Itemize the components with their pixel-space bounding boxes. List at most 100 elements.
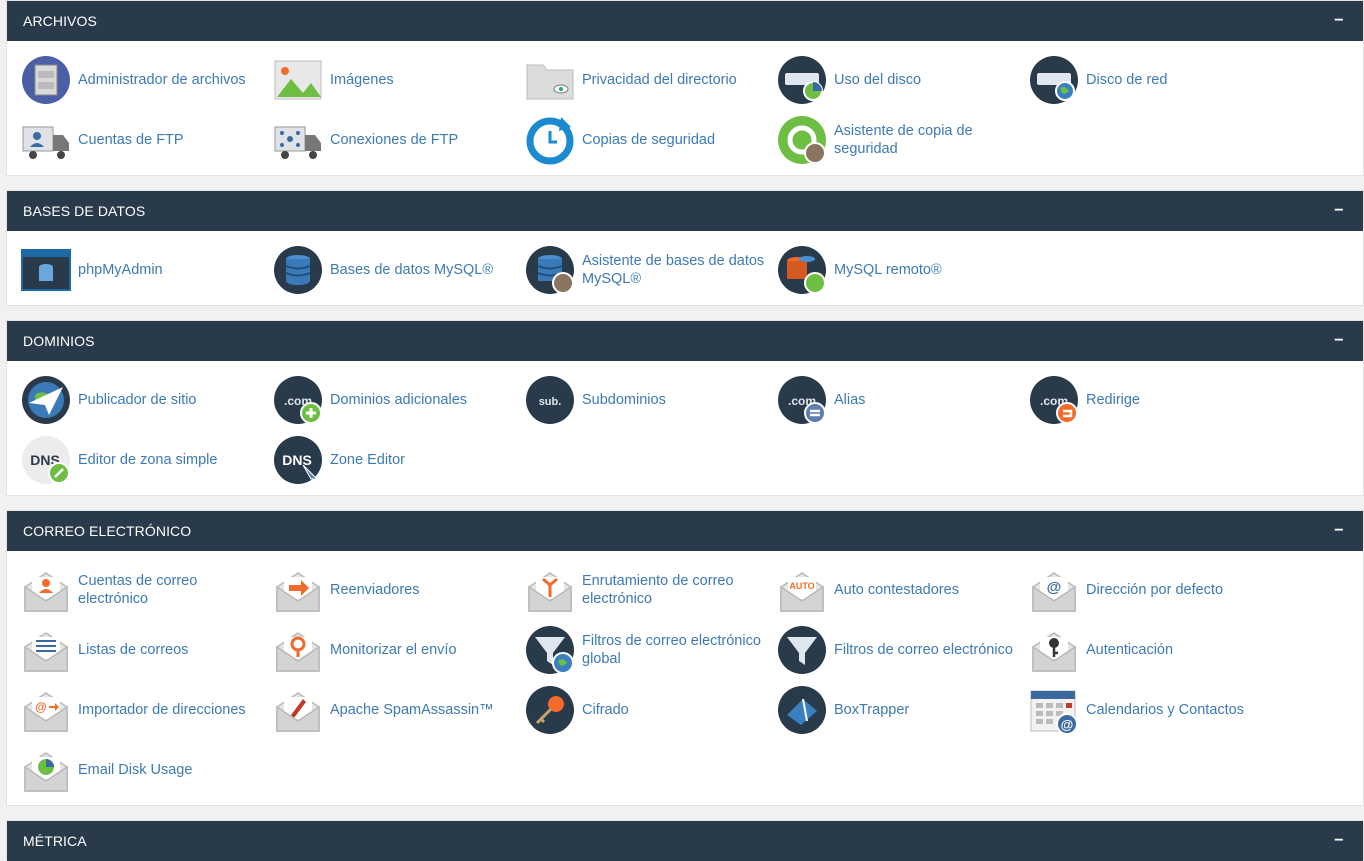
- tool-link[interactable]: Filtros de correo electrónico global: [525, 623, 775, 677]
- tool-link[interactable]: Copias de seguridad: [525, 113, 775, 167]
- section-header[interactable]: MÉTRICA −: [7, 821, 1363, 861]
- section-correo-electronico: CORREO ELECTRÓNICO − Cuentas de correo e…: [6, 510, 1364, 806]
- tool-label: Copias de seguridad: [582, 132, 716, 148]
- tool-label: Apache SpamAssassin™: [330, 702, 494, 718]
- network-disk-icon: [1029, 55, 1079, 105]
- tool-link[interactable]: @ Calendarios y Contactos: [1029, 683, 1279, 737]
- tool-link[interactable]: Privacidad del directorio: [525, 53, 775, 107]
- tool-label: Dirección por defecto: [1086, 582, 1224, 598]
- mysql-databases-icon: [273, 245, 323, 295]
- tool-label: Privacidad del directorio: [582, 72, 737, 88]
- tool-label: Uso del disco: [834, 72, 922, 88]
- tool-label: Asistente de copia de seguridad: [834, 123, 973, 157]
- tool-label: Calendarios y Contactos: [1086, 702, 1244, 718]
- tool-label: Auto contestadores: [834, 582, 959, 598]
- tool-link[interactable]: Asistente de bases de datos MySQL®: [525, 243, 775, 297]
- section-header[interactable]: CORREO ELECTRÓNICO −: [7, 511, 1363, 551]
- tool-label: Publicador de sitio: [78, 392, 197, 408]
- collapse-icon[interactable]: −: [1334, 522, 1344, 539]
- mysql-wizard-icon: [525, 245, 575, 295]
- tool-label: Reenviadores: [330, 582, 420, 598]
- collapse-icon[interactable]: −: [1334, 332, 1344, 349]
- section-header[interactable]: ARCHIVOS −: [7, 1, 1363, 41]
- tool-label: Email Disk Usage: [78, 762, 193, 778]
- tool-link[interactable]: @ Importador de direcciones: [21, 683, 271, 737]
- section-header[interactable]: DOMINIOS −: [7, 321, 1363, 361]
- tool-label: Cuentas de FTP: [78, 132, 184, 148]
- svg-text:DNS: DNS: [282, 452, 312, 468]
- tool-link[interactable]: Bases de datos MySQL®: [273, 243, 523, 297]
- tool-label: Imágenes: [330, 72, 394, 88]
- section-header[interactable]: BASES DE DATOS −: [7, 191, 1363, 231]
- tool-label: Filtros de correo electrónico: [834, 642, 1013, 658]
- subdomains-icon: sub.: [525, 375, 575, 425]
- tool-link[interactable]: Email Disk Usage: [21, 743, 271, 797]
- address-importer-icon: @: [21, 685, 71, 735]
- tool-label: Listas de correos: [78, 642, 189, 658]
- tool-link[interactable]: DNS Zone Editor: [273, 433, 523, 487]
- tool-label: Autenticación: [1086, 642, 1174, 658]
- tool-label: phpMyAdmin: [78, 262, 163, 278]
- tool-link[interactable]: phpMyAdmin: [21, 243, 271, 297]
- tool-link[interactable]: Autenticación: [1029, 623, 1279, 677]
- svg-text:@: @: [35, 700, 47, 714]
- collapse-icon[interactable]: −: [1334, 202, 1344, 219]
- tool-link[interactable]: Filtros de correo electrónico: [777, 623, 1027, 677]
- tool-link[interactable]: Publicador de sitio: [21, 373, 271, 427]
- site-publisher-icon: [21, 375, 71, 425]
- tool-link[interactable]: Uso del disco: [777, 53, 1027, 107]
- tool-link[interactable]: Monitorizar el envío: [273, 623, 523, 677]
- tool-label: MySQL remoto®: [834, 262, 942, 278]
- section-title: DOMINIOS: [23, 333, 95, 349]
- tool-link[interactable]: Cuentas de FTP: [21, 113, 271, 167]
- tool-link[interactable]: Imágenes: [273, 53, 523, 107]
- tool-link[interactable]: MySQL remoto®: [777, 243, 1027, 297]
- email-accounts-icon: [21, 565, 71, 615]
- tool-link[interactable]: Enrutamiento de correo electrónico: [525, 563, 775, 617]
- svg-text:DNS: DNS: [30, 452, 60, 468]
- addon-domains-icon: .com: [273, 375, 323, 425]
- simple-zone-editor-icon: DNS: [21, 435, 71, 485]
- disk-usage-icon: [777, 55, 827, 105]
- tool-link[interactable]: Reenviadores: [273, 563, 523, 617]
- tool-label: Redirige: [1086, 392, 1140, 408]
- encryption-icon: [525, 685, 575, 735]
- tool-label: Monitorizar el envío: [330, 642, 457, 658]
- tool-label: Zone Editor: [330, 452, 405, 468]
- backup-wizard-icon: [777, 115, 827, 165]
- forwarders-icon: [273, 565, 323, 615]
- zone-editor-icon: DNS: [273, 435, 323, 485]
- tool-label: Disco de red: [1086, 72, 1168, 88]
- tool-label: Administrador de archivos: [78, 72, 246, 88]
- tool-link[interactable]: Disco de red: [1029, 53, 1279, 107]
- collapse-icon[interactable]: −: [1334, 12, 1344, 29]
- backup-icon: [525, 115, 575, 165]
- tool-link[interactable]: BoxTrapper: [777, 683, 1027, 737]
- section-metrica: MÉTRICA −: [6, 820, 1364, 861]
- tool-link[interactable]: @ Dirección por defecto: [1029, 563, 1279, 617]
- file-manager-icon: [21, 55, 71, 105]
- tool-link[interactable]: Apache SpamAssassin™: [273, 683, 523, 737]
- section-bases-de-datos: BASES DE DATOS − phpMyAdmin Bases de dato…: [6, 190, 1364, 306]
- authentication-icon: [1029, 625, 1079, 675]
- tool-link[interactable]: Listas de correos: [21, 623, 271, 677]
- svg-text:@: @: [1061, 717, 1074, 732]
- tool-link[interactable]: Conexiones de FTP: [273, 113, 523, 167]
- tool-link[interactable]: AUTO Auto contestadores: [777, 563, 1027, 617]
- tool-label: BoxTrapper: [834, 702, 910, 718]
- tool-link[interactable]: Cuentas de correo electrónico: [21, 563, 271, 617]
- tool-link[interactable]: Administrador de archivos: [21, 53, 271, 107]
- tool-link[interactable]: Asistente de copia de seguridad: [777, 113, 1027, 167]
- collapse-icon[interactable]: −: [1334, 832, 1344, 849]
- track-delivery-icon: [273, 625, 323, 675]
- tool-label: Cifrado: [582, 702, 629, 718]
- tool-label: Bases de datos MySQL®: [330, 262, 494, 278]
- tool-link[interactable]: Cifrado: [525, 683, 775, 737]
- tool-link[interactable]: sub.Subdominios: [525, 373, 775, 427]
- remote-mysql-icon: [777, 245, 827, 295]
